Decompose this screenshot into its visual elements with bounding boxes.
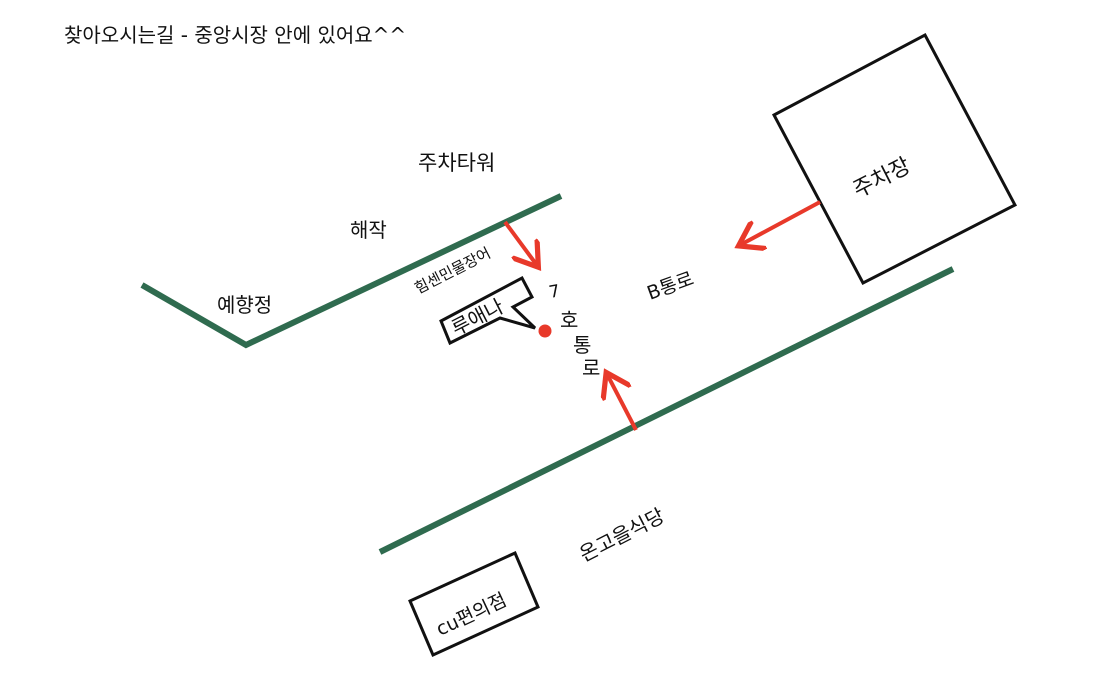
eel-shop-label: 힘센민물장어 xyxy=(412,244,494,298)
arrow-from-lower-road xyxy=(608,376,638,431)
parking-tower-label: 주차타워 xyxy=(418,151,495,175)
restaurant-label: 온고을식당 xyxy=(575,503,668,566)
passage-7-char-3: 로 xyxy=(582,356,600,380)
arrow-from-parking xyxy=(742,200,821,244)
arrow-from-upper-road xyxy=(503,220,536,264)
yehyangjeong-label: 예향정 xyxy=(217,293,272,317)
passage-b-label: B통로 xyxy=(644,268,697,305)
parking-lot-box xyxy=(771,32,1018,286)
store-callout: 루애나 xyxy=(439,275,537,346)
upper-road xyxy=(140,193,563,349)
passage-7-number: 7 xyxy=(547,281,561,303)
haejak-label: 해작 xyxy=(350,218,387,242)
passage-7-char-1: 호 xyxy=(560,308,578,332)
store-location-marker xyxy=(538,324,552,338)
page-title: 찾아오시는길 - 중앙시장 안에 있어요^^ xyxy=(64,23,406,47)
convenience-store-box xyxy=(408,550,540,658)
passage-7-char-2: 통 xyxy=(573,333,591,357)
lower-road xyxy=(378,266,955,555)
